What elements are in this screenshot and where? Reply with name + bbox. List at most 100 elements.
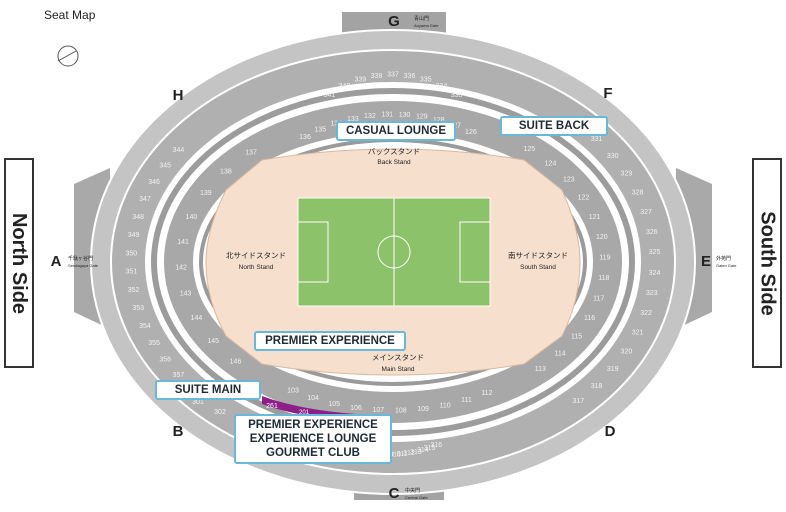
section-lower-right[interactable]: 119: [599, 254, 610, 261]
section-lower-right[interactable]: 118: [598, 275, 609, 282]
section-lower-bottom[interactable]: 104: [307, 395, 319, 402]
section-lower-left[interactable]: 139: [200, 190, 212, 197]
section-lower-right[interactable]: 124: [545, 161, 557, 168]
section-lower-left[interactable]: 142: [175, 265, 187, 272]
section-lower-left[interactable]: 143: [180, 290, 192, 297]
section-upper-right[interactable]: 328: [632, 189, 644, 196]
premier-experience-label[interactable]: PREMIER EXPERIENCE: [254, 331, 406, 351]
suite-back-label[interactable]: SUITE BACK: [500, 116, 608, 136]
section-lower-right[interactable]: 122: [578, 195, 590, 202]
section-lower-right[interactable]: 120: [596, 234, 608, 241]
section-201[interactable]: 201: [299, 410, 310, 416]
casual-lounge-label[interactable]: CASUAL LOUNGE: [336, 121, 456, 141]
section-lower-left[interactable]: 144: [191, 315, 203, 322]
section-upper-bottom[interactable]: 316: [430, 442, 442, 449]
section-lower-top[interactable]: 135: [314, 127, 326, 134]
section-upper-top[interactable]: 340: [339, 83, 351, 90]
section-lower-top[interactable]: 128: [433, 117, 445, 124]
section-lower-right[interactable]: 121: [589, 214, 601, 221]
section-upper-top[interactable]: 336: [404, 73, 416, 80]
section-upper-bottom[interactable]: 315: [424, 445, 436, 452]
section-lower-right[interactable]: 115: [571, 334, 582, 341]
section-lower-bottom[interactable]: 107: [372, 407, 384, 414]
section-upper-right[interactable]: 331: [591, 136, 603, 143]
section-upper-right[interactable]: 322: [640, 310, 652, 317]
section-lower-left[interactable]: 138: [220, 168, 232, 175]
suite-main-label[interactable]: SUITE MAIN: [155, 380, 261, 400]
section-upper-left[interactable]: 353: [132, 305, 144, 312]
section-upper-bottom[interactable]: 312: [403, 450, 415, 457]
section-lower-top[interactable]: 126: [465, 129, 477, 136]
section-upper-right[interactable]: 329: [621, 171, 633, 178]
section-261[interactable]: 261: [266, 403, 278, 410]
section-lower-right[interactable]: 117: [593, 295, 604, 302]
section-upper-left[interactable]: 351: [125, 269, 137, 276]
section-upper-top[interactable]: 341: [324, 92, 336, 99]
section-lower-left[interactable]: 146: [230, 359, 242, 366]
section-lower-top[interactable]: 133: [347, 116, 359, 123]
section-upper-bottom[interactable]: 310: [389, 452, 401, 459]
north-stand-jp: 北サイドスタンド: [226, 251, 286, 260]
section-upper-top[interactable]: 339: [354, 77, 366, 84]
section-lower-left[interactable]: 137: [245, 150, 257, 157]
section-upper-top[interactable]: 333: [451, 92, 463, 99]
section-upper-right[interactable]: 317: [572, 398, 584, 405]
section-upper-left[interactable]: 348: [132, 214, 144, 221]
section-upper-left[interactable]: 352: [128, 287, 140, 294]
section-upper-right[interactable]: 321: [632, 330, 644, 337]
section-lower-top[interactable]: 136: [299, 134, 311, 141]
section-upper-left[interactable]: 347: [139, 196, 151, 203]
section-upper-left[interactable]: 350: [125, 250, 137, 257]
gate-c-letter: C: [389, 485, 400, 502]
section-upper-left[interactable]: 344: [173, 147, 185, 154]
section-lower-left[interactable]: 140: [186, 214, 198, 221]
section-upper-right[interactable]: 318: [591, 383, 603, 390]
section-lower-left[interactable]: 145: [207, 338, 219, 345]
section-lower-right[interactable]: 125: [523, 146, 535, 153]
section-lower-bottom[interactable]: 103: [287, 388, 299, 395]
section-lower-bottom[interactable]: 108: [395, 407, 407, 414]
section-upper-left[interactable]: 346: [148, 179, 160, 186]
section-lower-left[interactable]: 141: [177, 239, 189, 246]
section-upper-top[interactable]: 337: [387, 72, 399, 79]
section-lower-bottom[interactable]: 106: [350, 405, 362, 412]
section-lower-bottom[interactable]: 109: [417, 406, 429, 413]
section-301[interactable]: 301: [192, 399, 204, 406]
section-lower-top[interactable]: 132: [364, 113, 376, 120]
section-upper-left[interactable]: 349: [128, 232, 140, 239]
section-upper-left[interactable]: 345: [159, 163, 171, 170]
section-upper-right[interactable]: 319: [607, 366, 619, 373]
section-upper-right[interactable]: 320: [621, 349, 633, 356]
section-lower-top[interactable]: 129: [416, 114, 428, 121]
section-upper-top[interactable]: 334: [436, 83, 448, 90]
section-upper-left[interactable]: 355: [148, 340, 160, 347]
section-lower-top[interactable]: 131: [381, 112, 393, 119]
section-lower-right[interactable]: 116: [584, 315, 595, 322]
gate-d-letter: D: [605, 423, 616, 440]
section-upper-left[interactable]: 354: [139, 323, 151, 330]
section-lower-bottom[interactable]: 105: [328, 401, 340, 408]
section-lower-right[interactable]: 113: [535, 366, 546, 373]
section-lower-right[interactable]: 114: [555, 351, 566, 358]
section-upper-right[interactable]: 325: [649, 249, 661, 256]
section-upper-right[interactable]: 326: [646, 229, 658, 236]
section-upper-left[interactable]: 356: [159, 356, 171, 363]
section-upper-right[interactable]: 324: [649, 270, 661, 277]
section-upper-bottom[interactable]: 314: [417, 447, 429, 454]
section-lower-bottom[interactable]: 110: [440, 402, 451, 409]
hospitality-combo-label[interactable]: PREMIER EXPERIENCE EXPERIENCE LOUNGE GOU…: [234, 414, 392, 464]
section-upper-top[interactable]: 335: [420, 77, 432, 84]
section-upper-bottom[interactable]: 313: [410, 449, 422, 456]
section-upper-bottom[interactable]: 311: [397, 451, 408, 458]
section-upper-right[interactable]: 327: [640, 209, 652, 216]
gate-f-letter: F: [603, 85, 612, 102]
section-302[interactable]: 302: [214, 409, 226, 416]
section-upper-right[interactable]: 330: [607, 153, 619, 160]
section-lower-right[interactable]: 123: [563, 177, 575, 184]
section-upper-right[interactable]: 323: [646, 290, 658, 297]
section-upper-left[interactable]: 357: [173, 372, 185, 379]
section-lower-bottom[interactable]: 111: [461, 397, 472, 404]
section-lower-top[interactable]: 130: [399, 112, 411, 119]
section-upper-top[interactable]: 338: [371, 73, 383, 80]
section-lower-bottom[interactable]: 112: [481, 390, 492, 397]
